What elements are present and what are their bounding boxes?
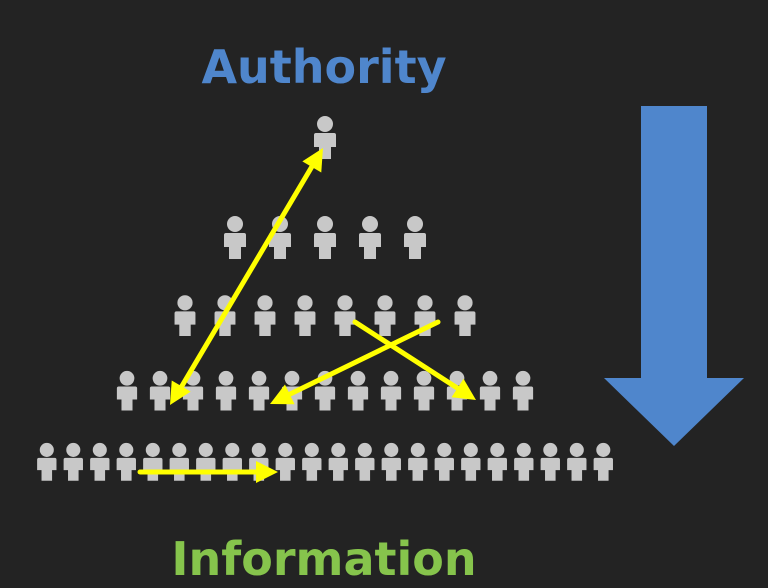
person-icon — [248, 370, 270, 411]
person-icon — [294, 295, 316, 337]
person-icon — [169, 442, 189, 481]
person-icon — [116, 370, 138, 411]
person-icon — [116, 442, 136, 481]
arrowhead — [270, 384, 295, 405]
person-icon — [413, 370, 435, 411]
person-icon — [149, 370, 171, 411]
person-icon — [381, 442, 401, 481]
person-icon — [328, 442, 348, 481]
person-icon — [63, 442, 83, 481]
person-icon — [222, 442, 242, 481]
person-icon — [512, 370, 534, 411]
person-icon — [461, 442, 481, 481]
person-icon — [540, 442, 560, 481]
person-icon — [90, 442, 110, 481]
person-icon — [404, 216, 426, 259]
person-icon — [514, 442, 534, 481]
person-icon — [254, 295, 276, 337]
person-icon — [593, 442, 613, 481]
person-icon — [314, 216, 336, 259]
information-title: Information — [171, 532, 477, 586]
person-icon — [196, 442, 216, 481]
person-icon — [408, 442, 428, 481]
people-pyramid — [37, 116, 613, 481]
person-icon — [174, 295, 196, 337]
arrowhead-end — [170, 380, 191, 405]
arrowhead — [256, 461, 278, 483]
person-icon — [334, 295, 356, 337]
down-arrow-icon — [604, 106, 744, 446]
authority-title: Authority — [201, 40, 447, 94]
person-icon — [347, 370, 369, 411]
person-icon — [380, 370, 402, 411]
person-icon — [567, 442, 587, 481]
arrowhead — [451, 378, 476, 400]
person-icon — [224, 216, 246, 259]
person-icon — [143, 442, 163, 481]
person-icon — [434, 442, 454, 481]
person-icon — [479, 370, 501, 411]
person-icon — [374, 295, 396, 337]
person-icon — [215, 370, 237, 411]
person-icon — [359, 216, 381, 259]
person-icon — [355, 442, 375, 481]
person-icon — [487, 442, 507, 481]
arrow-top-to-row4 — [170, 148, 323, 405]
arrowhead-start — [302, 148, 323, 173]
arrow-row5-horizontal — [137, 461, 278, 483]
arrow-row3-to-row4-left — [270, 319, 441, 405]
flow-arrows — [137, 148, 476, 483]
person-icon — [454, 295, 476, 337]
person-icon — [302, 442, 322, 481]
arrow-row3-to-row4-right — [352, 319, 476, 400]
person-icon — [275, 442, 295, 481]
person-icon — [37, 442, 57, 481]
